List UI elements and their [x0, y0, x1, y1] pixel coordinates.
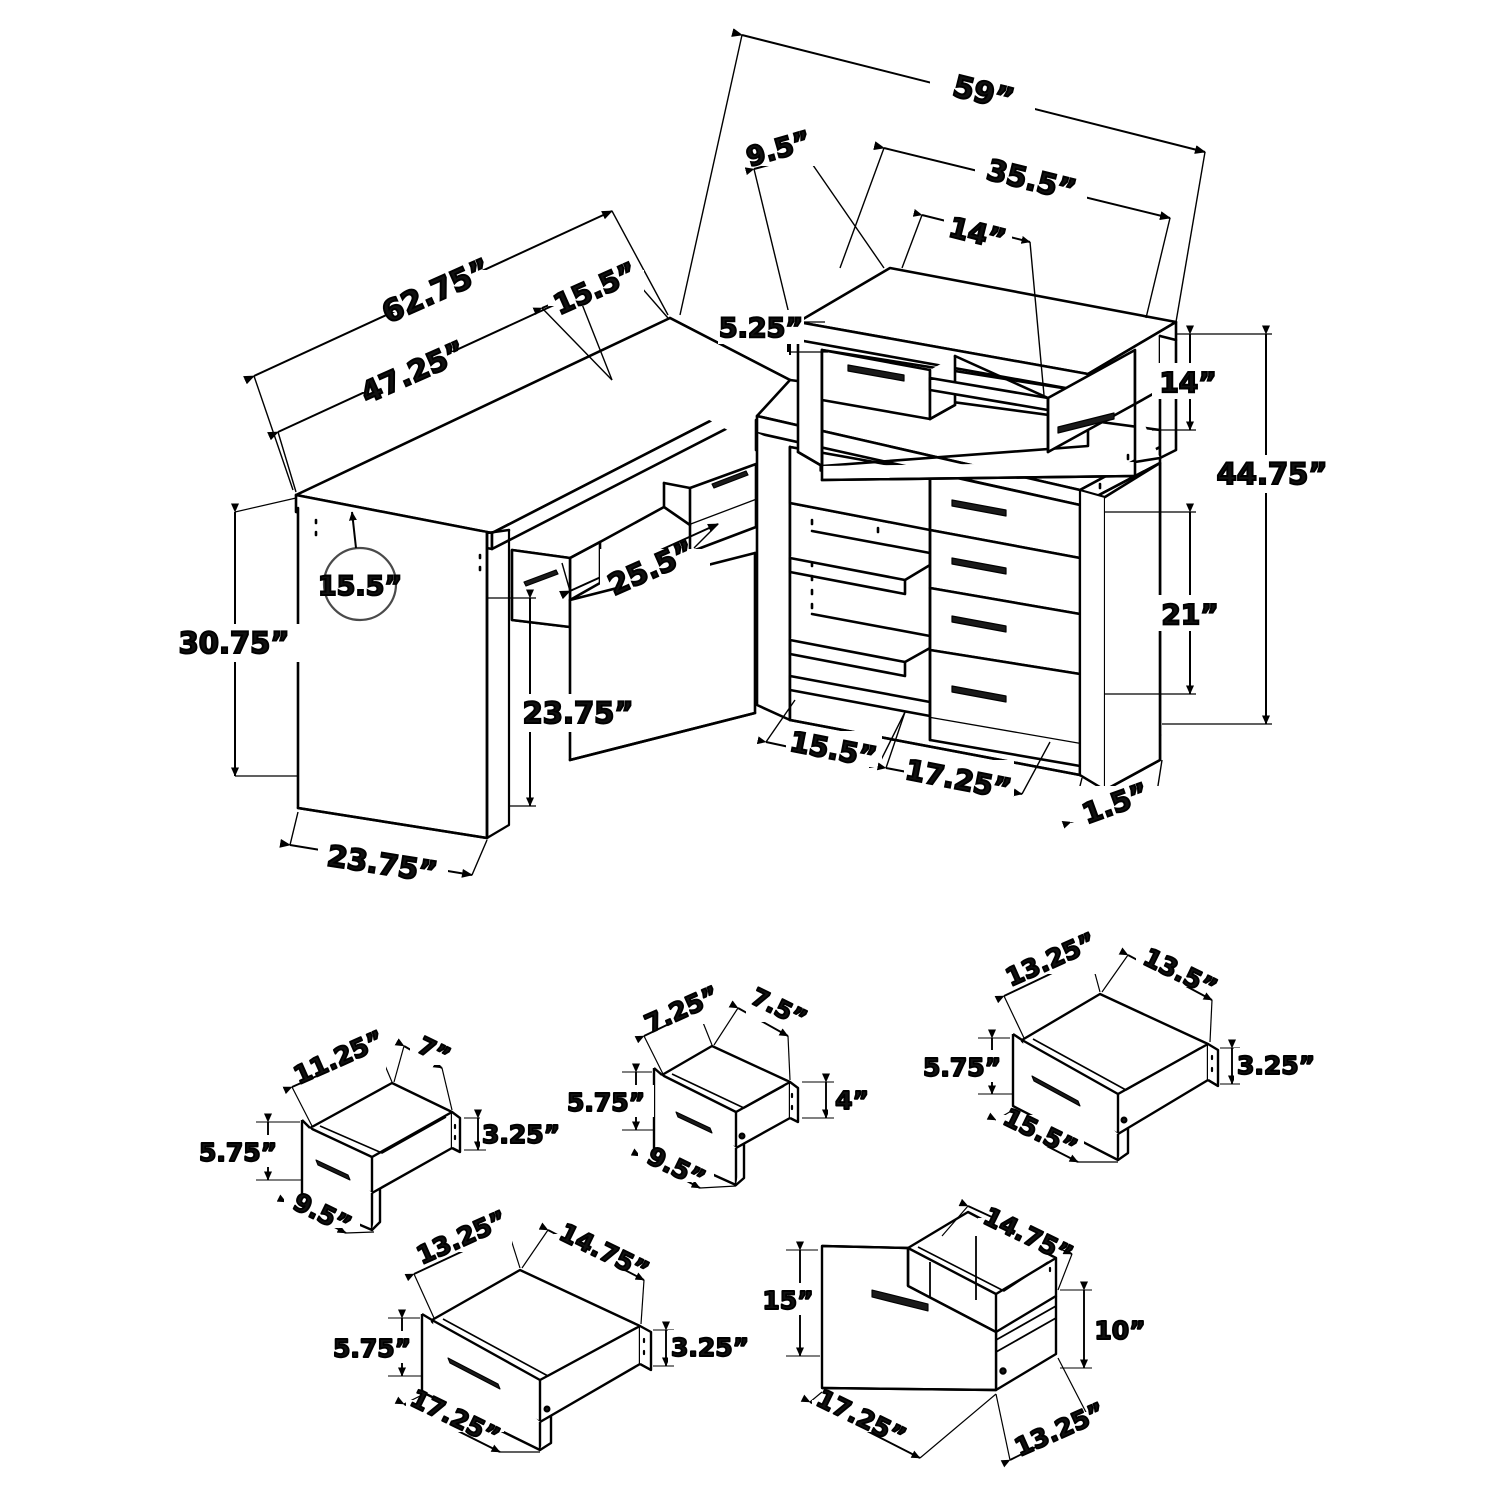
dim-label-d2-5_75: 5.75”: [567, 1088, 645, 1117]
left-drawer-handle: [523, 569, 559, 587]
drawer-detail-3-pegs: [1120, 1054, 1214, 1124]
drawer-detail-5-geometry: [820, 1210, 1058, 1392]
drawer-detail-1-handle: [315, 1159, 351, 1181]
dim-cabinet-drawer-17_25: 17.25”: [876, 711, 1051, 807]
dim-label-1_5: 15.5”: [318, 571, 402, 602]
dim-cabinet-open-15_5: 15.5”: [756, 699, 906, 775]
drawer-detail-3-handle: [1031, 1075, 1081, 1107]
drawer-detail-1: 11.25” 7” 5.75” 3.25” 9.5”: [196, 1024, 562, 1241]
drawer-detail-4: 13.25” 14.75” 5.75” 3.25” 17.25”: [330, 1204, 752, 1453]
hutch-drawer-handles: [847, 364, 1115, 434]
left-drawer-face: [510, 548, 572, 629]
dim-label-44_75: 44.75”: [1217, 457, 1328, 491]
drawer-detail-5-handle: [871, 1289, 929, 1312]
cabinet-drawer-handles: [951, 499, 1007, 703]
dim-label-d5-15: 15”: [762, 1286, 813, 1315]
dim-label-30_75: 30.75”: [179, 626, 290, 660]
center-drawer-handle: [711, 470, 749, 489]
left-end-panel: [296, 506, 511, 840]
dim-label-d2-4: 4”: [835, 1086, 869, 1115]
drawer-detail-5-dims: 14.75” 15” 10” 17.25” 13.25”: [756, 1198, 1154, 1468]
dim-desk-depth-23_75: 23.75”: [279, 811, 488, 890]
dim-label-23_75-vert: 23.75”: [523, 696, 634, 730]
dim-desk-height-30_75: 30.75”: [176, 497, 306, 777]
dim-hutch-height-14: 14”: [1152, 325, 1224, 431]
dim-overall-width-59: 59”: [679, 28, 1206, 323]
drawer-detail-5-pegs: [999, 1266, 1052, 1375]
dim-label-d3-3_25: 3.25”: [1237, 1051, 1315, 1080]
dim-cabinet-height-21: 21”: [1105, 503, 1225, 695]
dim-overall-height-44_75: 44.75”: [1162, 325, 1340, 725]
left-panel-peg-holes: [314, 518, 482, 572]
dim-hutch-width-35_5: 35.5”: [839, 141, 1171, 319]
dim-hutch-drawer-height-5_25: 5.25”: [718, 310, 828, 355]
dim-label-d3-5_75: 5.75”: [923, 1053, 1001, 1082]
drawer-detail-2-pegs: [738, 1092, 794, 1140]
drawer-detail-4-pegs: [543, 1337, 646, 1413]
dim-knee-clearance-23_75: 23.75”: [487, 589, 648, 807]
drawer-detail-5: 14.75” 15” 10” 17.25” 13.25”: [756, 1198, 1154, 1468]
dim-label-d4-3_25: 3.25”: [671, 1333, 749, 1362]
dim-label-d1-5_75: 5.75”: [199, 1138, 277, 1167]
dim-label-5_25: 5.25”: [719, 313, 803, 344]
dim-panel-thickness-1_5: 15.5”: [317, 511, 403, 622]
dim-label-14-height: 14”: [1159, 366, 1216, 399]
dim-label-d4-5_75: 5.75”: [333, 1334, 411, 1363]
cabinet-right-end-panel: [1078, 461, 1162, 792]
dim-label-d5-10: 10”: [1094, 1316, 1145, 1345]
dim-label-21: 21”: [1161, 598, 1218, 631]
drawer-detail-4-geometry: [420, 1268, 653, 1452]
dim-hutch-drawer-span-14: 14”: [901, 209, 1045, 396]
dim-label-d1-3_25: 3.25”: [482, 1120, 560, 1149]
drawer-detail-4-handle: [447, 1357, 501, 1390]
drawer-detail-2-handle: [675, 1111, 713, 1134]
